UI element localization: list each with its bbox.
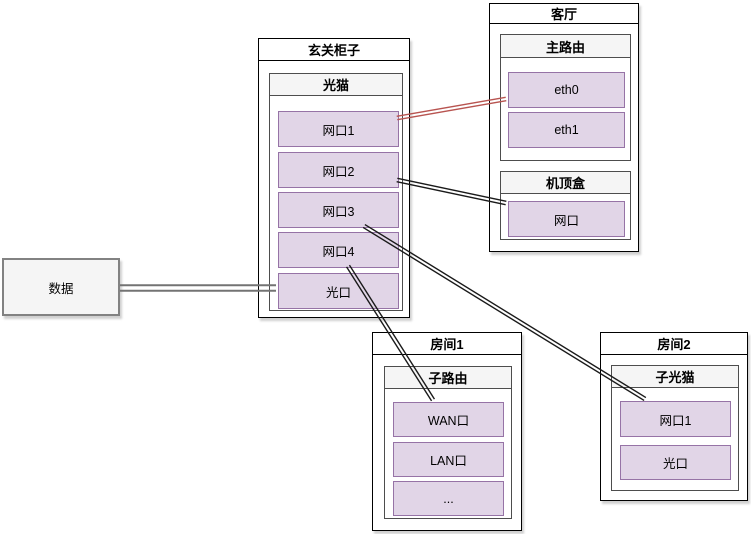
node-room2[interactable]: 房间2 子光猫 网口1 光口: [600, 332, 748, 501]
port-stb-lan[interactable]: 网口: [508, 201, 625, 237]
node-main-router-title: 主路由: [501, 35, 630, 58]
port-subrouter-lan[interactable]: LAN口: [393, 442, 504, 477]
node-living-room-title: 客厅: [490, 4, 638, 24]
node-data-label: 数据: [48, 281, 74, 296]
node-room2-title: 房间2: [601, 333, 747, 355]
port-submodem-lan1[interactable]: 网口1: [620, 401, 731, 437]
node-set-top-box[interactable]: 机顶盒 网口: [500, 171, 631, 240]
node-modem-title: 光猫: [270, 74, 402, 96]
port-router-eth0[interactable]: eth0: [508, 72, 625, 108]
node-living-room[interactable]: 客厅 主路由 eth0 eth1 机顶盒 网口: [489, 3, 639, 252]
port-modem-optical[interactable]: 光口: [278, 273, 399, 309]
port-modem-lan2[interactable]: 网口2: [278, 152, 399, 188]
port-submodem-optical[interactable]: 光口: [620, 445, 731, 480]
node-sub-modem[interactable]: 子光猫 网口1 光口: [611, 365, 739, 491]
node-cabinet[interactable]: 玄关柜子 光猫 网口1 网口2 网口3 网口4 光口: [258, 38, 410, 318]
node-set-top-box-title: 机顶盒: [501, 172, 630, 194]
port-subrouter-more[interactable]: ...: [393, 481, 504, 516]
node-modem[interactable]: 光猫 网口1 网口2 网口3 网口4 光口: [269, 73, 403, 311]
node-data[interactable]: 数据: [2, 258, 120, 316]
port-router-eth1[interactable]: eth1: [508, 112, 625, 148]
node-sub-modem-title: 子光猫: [612, 366, 738, 388]
node-cabinet-title: 玄关柜子: [259, 39, 409, 61]
node-sub-router[interactable]: 子路由 WAN口 LAN口 ...: [384, 366, 512, 519]
port-modem-lan4[interactable]: 网口4: [278, 232, 399, 268]
port-modem-lan3[interactable]: 网口3: [278, 192, 399, 228]
node-room1-title: 房间1: [373, 333, 521, 355]
node-main-router[interactable]: 主路由 eth0 eth1: [500, 34, 631, 161]
node-room1[interactable]: 房间1 子路由 WAN口 LAN口 ...: [372, 332, 522, 531]
port-subrouter-wan[interactable]: WAN口: [393, 402, 504, 437]
port-modem-lan1[interactable]: 网口1: [278, 111, 399, 147]
node-sub-router-title: 子路由: [385, 367, 511, 389]
